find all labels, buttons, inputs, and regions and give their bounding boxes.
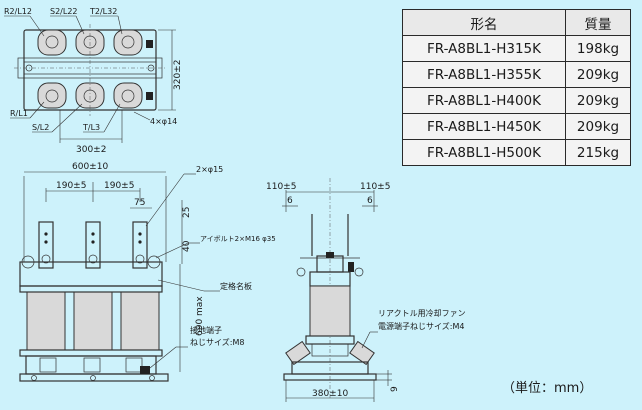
front-holes-note: 2×φ15 [196, 165, 223, 174]
cooling-fan-left [285, 340, 311, 366]
label-t2-l32: T2/L32 [89, 7, 117, 16]
table-row: FR-A8BL1-H400K 209kg [402, 87, 631, 114]
side-offset-left: 110±5 [266, 182, 296, 192]
top-view: R2/L12 S2/L22 T2/L32 R/L1 S/L2 T/L3 320±… [4, 7, 183, 155]
top-holes-note: 4×φ14 [150, 117, 177, 126]
ground-screw-note: ねじサイズ:M8 [190, 337, 244, 347]
nameplate-note: 定格名板 [220, 281, 252, 291]
side-dim-6-left: 6 [287, 196, 293, 206]
top-depth-dim: 320±2 [173, 60, 183, 90]
model-cell: FR-A8BL1-H500K [402, 139, 566, 166]
label-r-l1: R/L1 [10, 109, 28, 118]
label-s2-l22: S2/L22 [50, 7, 78, 16]
front-pitch-2: 190±5 [104, 181, 134, 191]
mass-cell: 198kg [565, 35, 631, 62]
terminal-bars [38, 221, 148, 269]
side-dim-9: 9 [390, 386, 400, 392]
table-row: FR-A8BL1-H355K 209kg [402, 61, 631, 88]
top-coil-row-upper [37, 29, 143, 56]
model-cell: FR-A8BL1-H450K [402, 113, 566, 140]
model-cell: FR-A8BL1-H315K [402, 35, 566, 62]
label-t-l3: T/L3 [82, 123, 100, 132]
front-height-dim: 690 max [195, 296, 205, 336]
header-mass: 質量 [565, 9, 631, 36]
coils [26, 291, 160, 351]
cooling-fan-right [349, 340, 375, 366]
mass-cell: 209kg [565, 87, 631, 114]
fan-screw-label: 電源端子ねじサイズ:M4 [378, 321, 464, 331]
front-dim-40: 40 [182, 240, 192, 252]
eyebolt-note: アイボルト2×M16 φ35 [200, 235, 276, 243]
table-header-row: 形名 質量 [402, 9, 631, 36]
table-row: FR-A8BL1-H315K 198kg [402, 35, 631, 62]
label-r2-l12: R2/L12 [4, 7, 32, 16]
mass-cell: 209kg [565, 61, 631, 88]
model-cell: FR-A8BL1-H400K [402, 87, 566, 114]
front-pitch-1: 190±5 [56, 181, 86, 191]
top-coil-row-lower [37, 82, 143, 109]
model-cell: FR-A8BL1-H355K [402, 61, 566, 88]
front-dim-25: 25 [182, 207, 192, 218]
side-offset-right: 110±5 [360, 182, 390, 192]
header-model: 形名 [402, 9, 566, 36]
side-foot-width: 380±10 [312, 389, 348, 399]
table-row: FR-A8BL1-H450K 209kg [402, 113, 631, 140]
top-pitch-dim: 300±2 [76, 145, 106, 155]
mass-cell: 215kg [565, 139, 631, 166]
unit-note: （単位：mm） [502, 380, 592, 396]
table-row: FR-A8BL1-H500K 215kg [402, 139, 631, 166]
side-dim-6-right: 6 [367, 196, 373, 206]
side-view: 110±5 110±5 6 6 リアクトル用冷却ファン 電源端子ねじ [266, 178, 466, 402]
ground-terminal-note: 接地端子 [190, 325, 222, 335]
label-s-l2: S/L2 [32, 123, 49, 132]
fan-label: リアクトル用冷却ファン [378, 308, 466, 318]
front-dim-75: 75 [134, 198, 145, 208]
front-width-dim: 600±10 [72, 162, 108, 172]
front-view: 600±10 190±5 190±5 75 25 40 2×φ15 [19, 162, 276, 382]
spec-table: 形名 質量 FR-A8BL1-H315K 198kg FR-A8BL1-H355… [402, 9, 631, 166]
mass-cell: 209kg [565, 113, 631, 140]
